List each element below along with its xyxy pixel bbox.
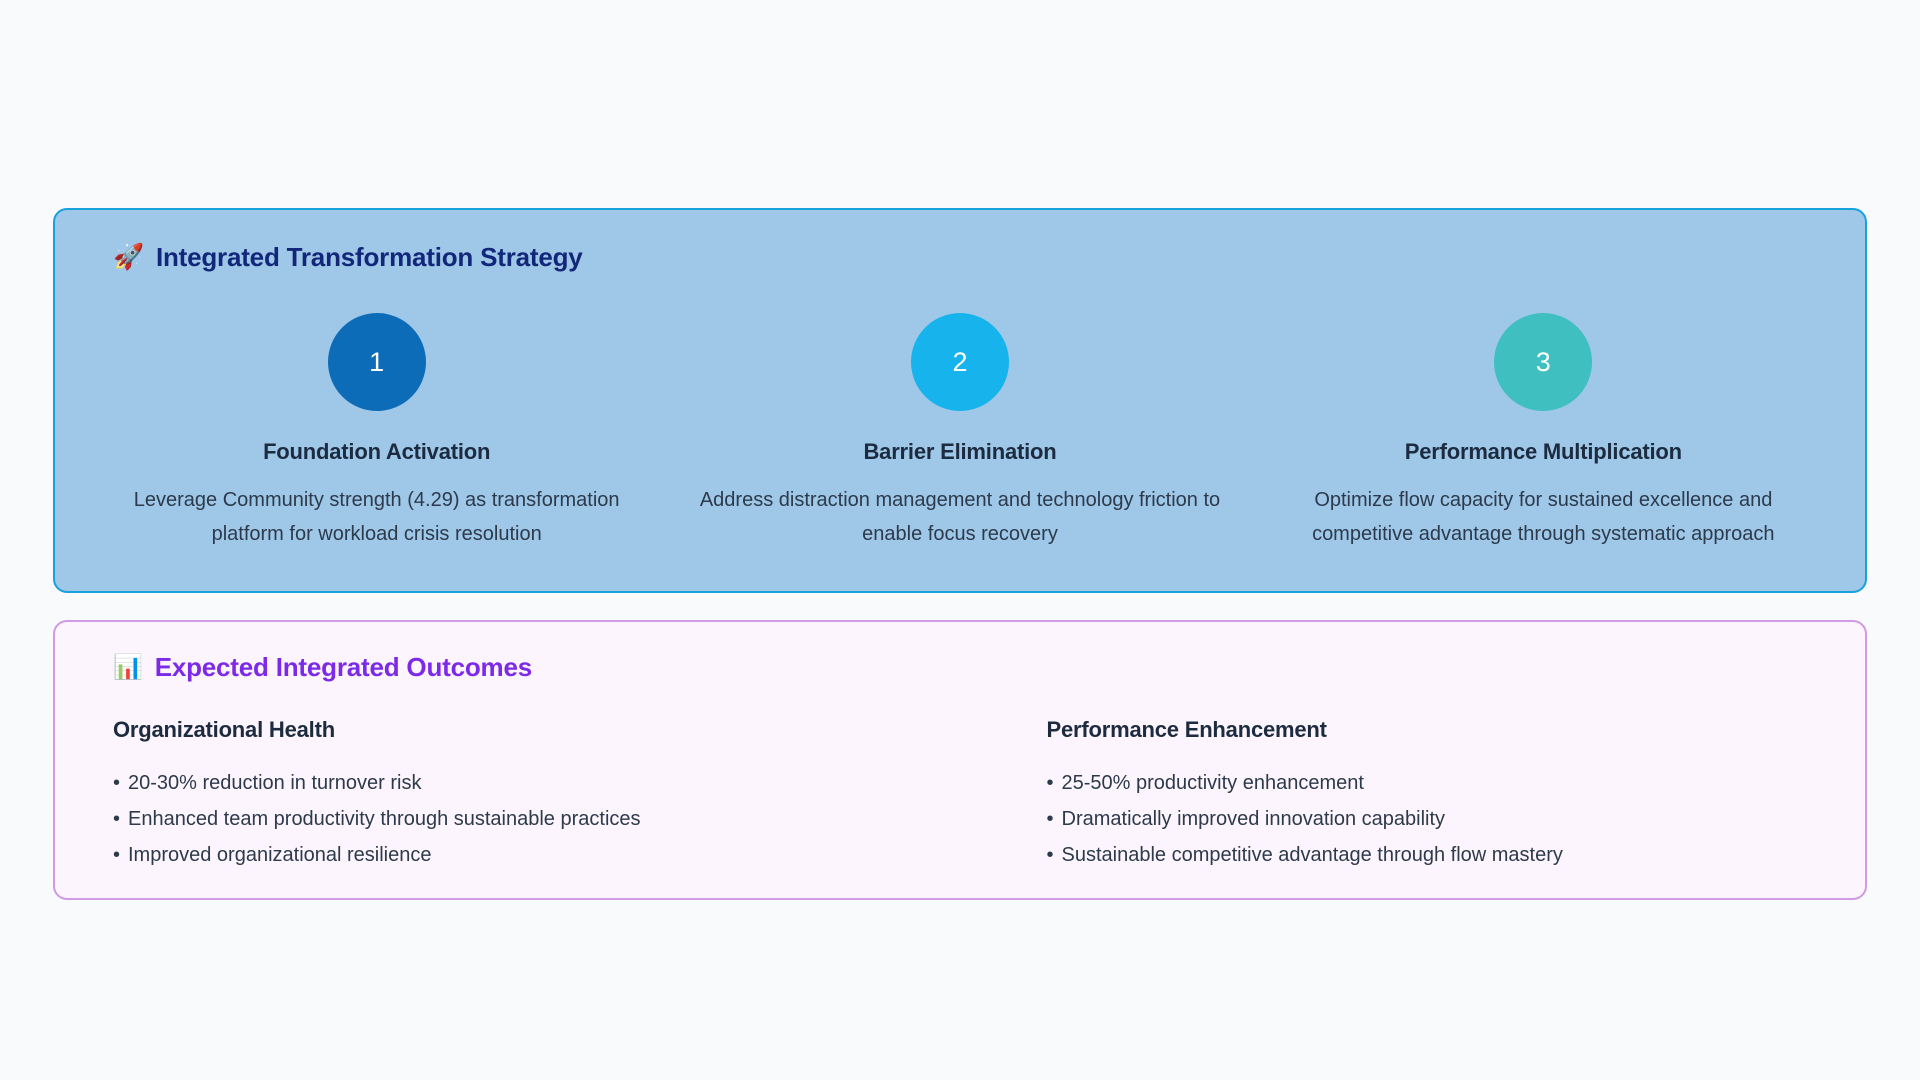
bullet-icon: • [1046, 808, 1054, 830]
bar-chart-icon: 📊 [113, 653, 143, 681]
outcome-item-text: 25-50% productivity enhancement [1061, 772, 1364, 794]
list-item: • Improved organizational resilience [113, 837, 862, 873]
step-number-badge-1: 1 [327, 313, 426, 411]
outcome-list-2: • 25-50% productivity enhancement • Dramat… [1047, 765, 1796, 873]
step-number-badge-3: 3 [1494, 313, 1593, 411]
list-item: • Sustainable competitive advantage throu… [1047, 837, 1796, 873]
step-description-2: Address distraction management and techn… [699, 489, 1221, 545]
outcomes-card-title-text: Expected Integrated Outcomes [154, 652, 532, 682]
list-item: • Enhanced team productivity through sust… [113, 801, 862, 837]
strategy-card-title: 🚀 Integrated Transformation Strategy [113, 242, 1835, 273]
outcome-item-text: Dramatically improved innovation capabil… [1061, 808, 1446, 830]
step-title-3: Performance Multiplication [1404, 439, 1682, 464]
list-item: • Dramatically improved innovation capabi… [1047, 801, 1796, 837]
outcome-item-text: Sustainable competitive advantage throug… [1061, 844, 1563, 866]
step-number-badge-2: 2 [910, 313, 1009, 411]
strategy-step-2: 2 Barrier Elimination Address distractio… [668, 313, 1251, 551]
strategy-steps-row: 1 Foundation Activation Leverage Communi… [85, 313, 1835, 551]
integrated-transformation-strategy-card: 🚀 Integrated Transformation Strategy 1 F… [53, 208, 1867, 593]
bullet-icon: • [113, 844, 121, 866]
step-title-2: Barrier Elimination [863, 439, 1057, 464]
list-item: • 25-50% productivity enhancement [1047, 765, 1796, 801]
outcome-column-organizational-health: Organizational Health • 20-30% reduction … [113, 717, 902, 873]
outcome-item-text: Enhanced team productivity through susta… [128, 808, 641, 830]
outcomes-columns: Organizational Health • 20-30% reduction … [85, 717, 1835, 873]
strategy-step-3: 3 Performance Multiplication Optimize fl… [1252, 313, 1835, 551]
outcome-column-heading-2: Performance Enhancement [1046, 717, 1327, 742]
step-title-1: Foundation Activation [263, 439, 491, 464]
expected-integrated-outcomes-card: 📊 Expected Integrated Outcomes Organizat… [53, 620, 1867, 900]
rocket-icon: 🚀 [113, 243, 144, 271]
bullet-icon: • [113, 772, 121, 794]
outcome-item-text: Improved organizational resilience [128, 844, 432, 866]
list-item: • 20-30% reduction in turnover risk [113, 765, 862, 801]
strategy-card-title-text: Integrated Transformation Strategy [155, 242, 583, 272]
outcome-column-performance-enhancement: Performance Enhancement • 25-50% producti… [902, 717, 1836, 873]
outcome-column-heading-1: Organizational Health [113, 717, 335, 742]
outcome-item-text: 20-30% reduction in turnover risk [128, 772, 422, 794]
outcomes-card-title: 📊 Expected Integrated Outcomes [113, 652, 1835, 683]
step-description-3: Optimize flow capacity for sustained exc… [1312, 489, 1775, 545]
bullet-icon: • [113, 808, 121, 830]
bullet-icon: • [1046, 772, 1054, 794]
outcome-list-1: • 20-30% reduction in turnover risk • Enha… [113, 765, 862, 873]
step-description-1: Leverage Community strength (4.29) as tr… [133, 489, 620, 545]
bullet-icon: • [1046, 844, 1054, 866]
strategy-step-1: 1 Foundation Activation Leverage Communi… [85, 313, 668, 551]
